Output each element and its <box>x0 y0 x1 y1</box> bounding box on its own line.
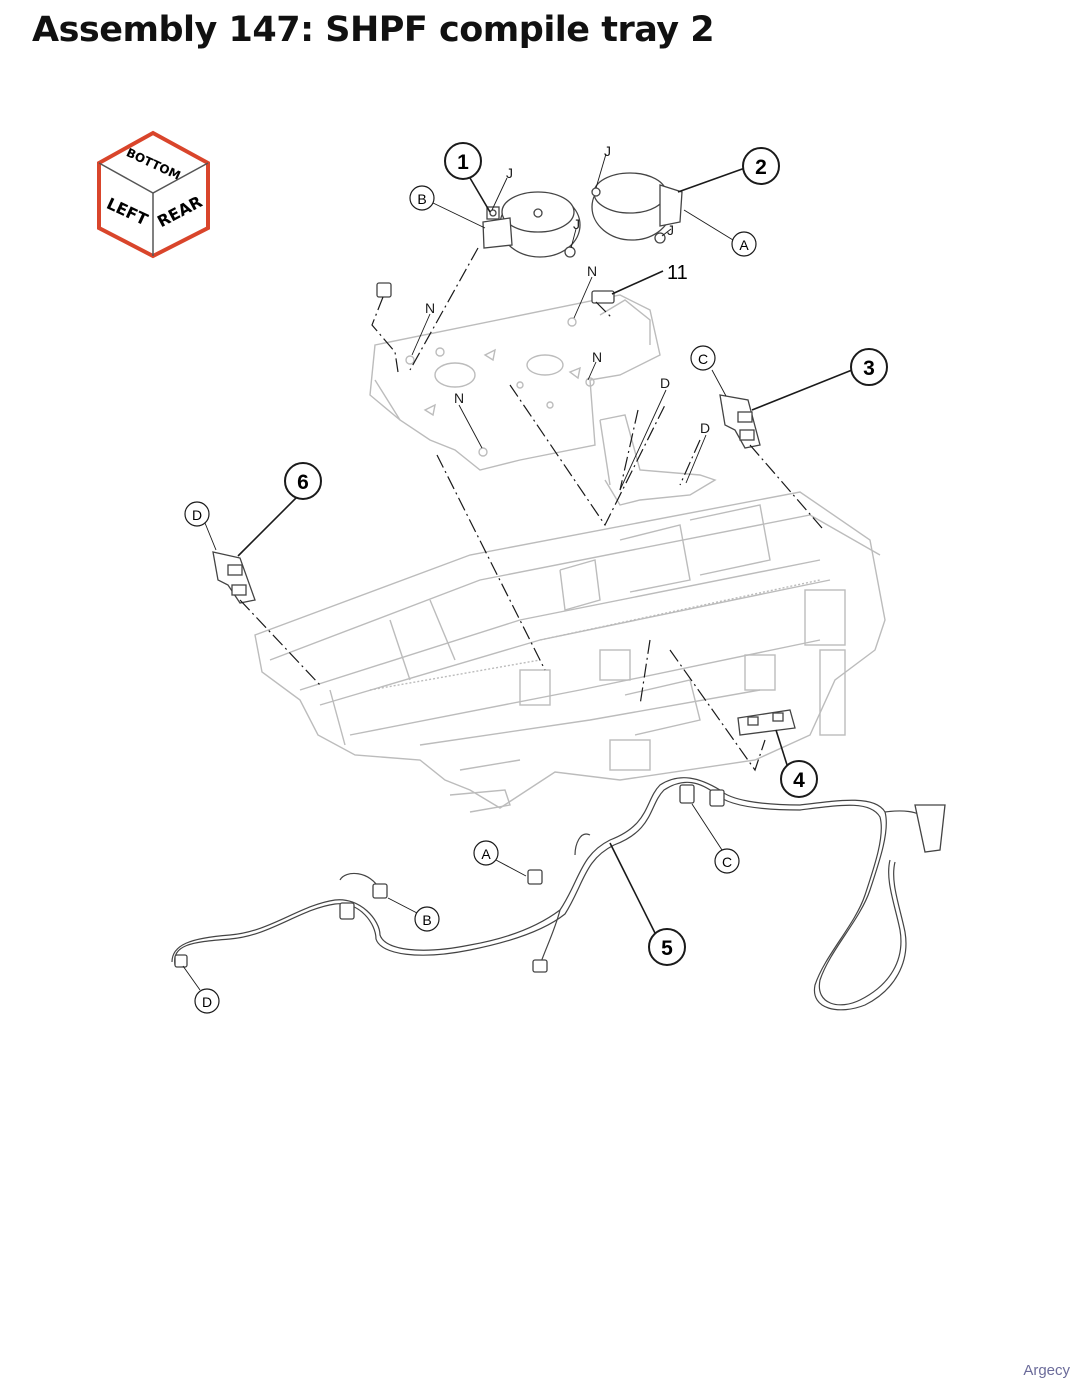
connector-label-D-left: D <box>184 501 210 527</box>
callout-2-number: 2 <box>755 156 767 179</box>
label-leaders <box>182 153 734 991</box>
page-title: Assembly 147: SHPF compile tray 2 <box>32 10 715 50</box>
motor-part-1 <box>482 191 581 258</box>
connector-label-A-top: A <box>731 231 757 257</box>
harness-connectors <box>174 784 946 973</box>
svg-text:B: B <box>422 912 431 928</box>
callout-3-number: 3 <box>863 357 875 380</box>
svg-text:A: A <box>481 846 491 862</box>
connector-label-C-bottom: C <box>714 848 740 874</box>
label-J-3: J <box>573 216 580 232</box>
svg-text:A: A <box>739 237 749 253</box>
label-J-2: J <box>604 143 611 159</box>
callout-2: 2 <box>742 147 780 185</box>
motor-bracket-plate <box>369 294 717 506</box>
svg-text:B: B <box>417 191 426 207</box>
label-J-4: J <box>667 222 674 238</box>
callout-5-number: 5 <box>661 937 673 960</box>
callout-11-number: 11 <box>667 262 688 284</box>
connector-label-A-bottom: A <box>473 840 499 866</box>
sensor-part-3 <box>719 394 761 449</box>
motor-part-2 <box>591 172 683 244</box>
connector-label-B-bottom: B <box>414 906 440 932</box>
callout-1-number: 1 <box>457 151 469 174</box>
orientation-cube: BOTTOM LEFT REAR <box>97 130 210 259</box>
label-D-2: D <box>700 420 710 436</box>
assembly-leader-lines <box>239 247 823 772</box>
label-N-2: N <box>587 263 597 279</box>
part-11-connector <box>591 290 615 304</box>
callout-6: 6 <box>284 462 322 500</box>
connector-label-D-bottom: D <box>194 988 220 1014</box>
label-N-4: N <box>454 390 464 406</box>
callout-leaders <box>237 167 853 934</box>
callout-4-number: 4 <box>793 769 805 792</box>
label-N-1: N <box>425 300 435 316</box>
connector-label-B-top: B <box>409 185 435 211</box>
svg-text:D: D <box>202 994 212 1010</box>
letter-labels: J J J J N N N N D D <box>425 143 710 436</box>
svg-text:C: C <box>722 854 732 870</box>
svg-text:C: C <box>698 351 708 367</box>
connector-label-C-top: C <box>690 345 716 371</box>
callout-4: 4 <box>780 760 818 798</box>
callout-3: 3 <box>850 348 888 386</box>
label-D-1: D <box>660 375 670 391</box>
footer-watermark: Argecy <box>1023 1362 1070 1379</box>
clip-upper-left <box>376 282 392 298</box>
label-J-1: J <box>506 165 513 181</box>
sensor-part-6 <box>212 551 256 604</box>
bracket-part-4 <box>737 709 796 736</box>
compile-tray-frame <box>254 491 886 813</box>
callout-6-number: 6 <box>297 471 309 494</box>
callout-5: 5 <box>648 928 686 966</box>
svg-text:D: D <box>192 507 202 523</box>
callout-1: 1 <box>444 142 482 180</box>
wire-harness-part-5 <box>171 777 926 1011</box>
label-N-3: N <box>592 349 602 365</box>
